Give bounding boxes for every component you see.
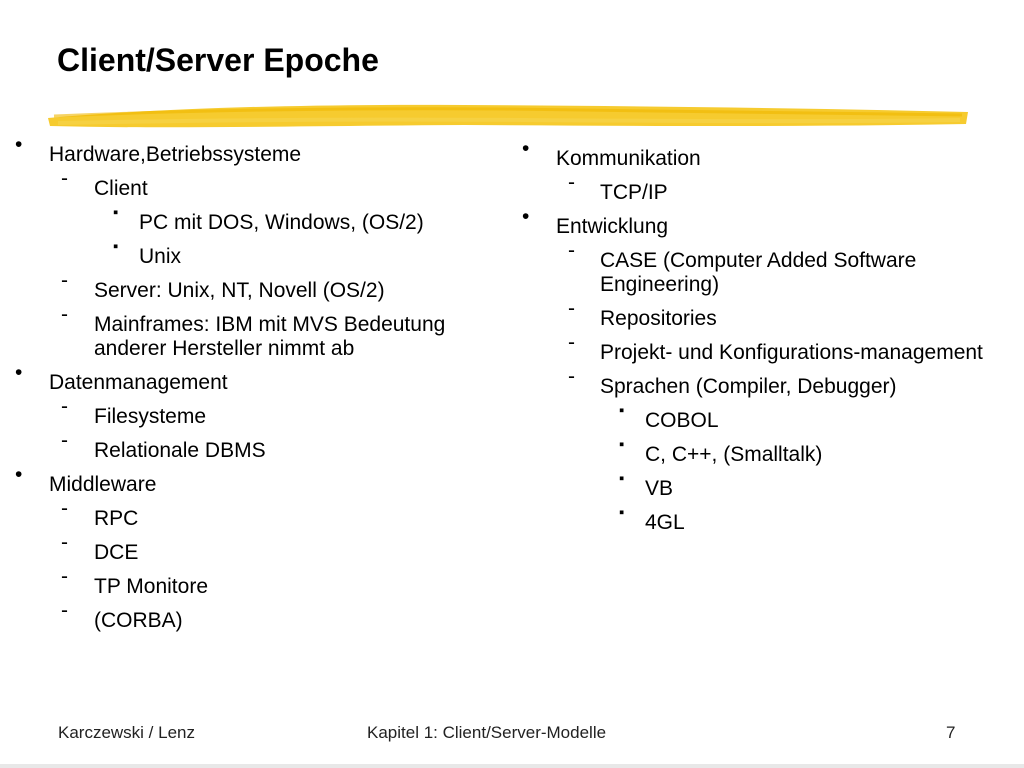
right-bullet-column: •Kommunikation-TCP/IP•Entwicklung-CASE (…: [500, 137, 1010, 535]
round-bullet-icon: •: [15, 361, 23, 384]
dash-bullet-icon: -: [61, 167, 68, 190]
bullet-item-level-2: - TP Monitore: [0, 565, 500, 599]
dash-bullet-icon: -: [61, 269, 68, 292]
bullet-text: Kommunikation: [556, 147, 701, 170]
bullet-item-level-1: • Entwicklung: [500, 205, 1010, 239]
bullet-item-level-2: - TCP/IP: [500, 171, 1010, 205]
dash-bullet-icon: -: [61, 303, 68, 326]
bullet-text: TP Monitore: [94, 575, 208, 598]
dash-bullet-icon: -: [568, 239, 575, 262]
bullet-text: COBOL: [645, 409, 719, 432]
bullet-text: Unix: [139, 245, 182, 268]
bullet-text: Entwicklung: [556, 215, 669, 238]
bullet-text: RPC: [94, 507, 139, 530]
bullet-item-level-3: ▪ VB: [500, 467, 1010, 501]
bullet-item-level-2: - Filesysteme: [0, 395, 500, 429]
dash-bullet-icon: -: [61, 531, 68, 554]
bullet-item-level-2: - Client: [0, 167, 500, 201]
title-highlight-stroke: [48, 104, 968, 128]
square-bullet-icon: ▪: [619, 470, 625, 487]
bullet-text: CASE (Computer Added Software Engineerin…: [600, 249, 917, 296]
dash-bullet-icon: -: [61, 497, 68, 520]
bullet-item-level-3: ▪ C, C++, (Smalltalk): [500, 433, 1010, 467]
bullet-text: Filesysteme: [94, 405, 207, 428]
dash-bullet-icon: -: [61, 395, 68, 418]
round-bullet-icon: •: [15, 133, 23, 156]
bullet-item-level-2: - Mainframes: IBM mit MVS Bedeutung ander…: [0, 303, 500, 361]
bullet-text: Middleware: [49, 473, 157, 496]
footer-author: Karczewski / Lenz: [58, 723, 195, 742]
bullet-text: Repositories: [600, 307, 717, 330]
bullet-text: TCP/IP: [600, 181, 668, 204]
bottom-divider: [0, 764, 1024, 768]
dash-bullet-icon: -: [61, 565, 68, 588]
bullet-text: 4GL: [645, 511, 685, 534]
round-bullet-icon: •: [522, 137, 530, 160]
bullet-item-level-3: ▪ Unix: [0, 235, 500, 269]
slide-title: Client/Server Epoche: [57, 42, 379, 78]
dash-bullet-icon: -: [61, 429, 68, 452]
bullet-item-level-2: - Sprachen (Compiler, Debugger): [500, 365, 1010, 399]
bullet-text: PC mit DOS, Windows, (OS/2): [139, 211, 424, 234]
bullet-text: Datenmanagement: [49, 371, 228, 394]
bullet-text: Sprachen (Compiler, Debugger): [600, 375, 897, 398]
bullet-item-level-1: • Kommunikation: [500, 137, 1010, 171]
bullet-text: Relationale DBMS: [94, 439, 266, 462]
dash-bullet-icon: -: [568, 365, 575, 388]
square-bullet-icon: ▪: [619, 504, 625, 521]
bullet-item-level-3: ▪ 4GL: [500, 501, 1010, 535]
square-bullet-icon: ▪: [619, 436, 625, 453]
bullet-item-level-2: - Server: Unix, NT, Novell (OS/2): [0, 269, 500, 303]
bullet-text: Mainframes: IBM mit MVS Bedeutung andere…: [94, 313, 446, 360]
round-bullet-icon: •: [522, 205, 530, 228]
bullet-text: Server: Unix, NT, Novell (OS/2): [94, 279, 385, 302]
dash-bullet-icon: -: [568, 331, 575, 354]
dash-bullet-icon: -: [568, 297, 575, 320]
bullet-text: (CORBA): [94, 609, 183, 632]
bullet-item-level-1: • Datenmanagement: [0, 361, 500, 395]
bullet-text: Projekt- und Konfigurations-management: [600, 341, 983, 364]
bullet-item-level-3: ▪ PC mit DOS, Windows, (OS/2): [0, 201, 500, 235]
footer-chapter: Kapitel 1: Client/Server-Modelle: [367, 723, 607, 742]
footer-page-number: 7: [946, 723, 956, 742]
bullet-item-level-2: - DCE: [0, 531, 500, 565]
dash-bullet-icon: -: [61, 599, 68, 622]
bullet-text: Client: [94, 177, 148, 200]
bullet-item-level-3: ▪ COBOL: [500, 399, 1010, 433]
square-bullet-icon: ▪: [619, 402, 625, 419]
bullet-item-level-2: - CASE (Computer Added Software Engineeri…: [500, 239, 1010, 297]
bullet-item-level-2: - Relationale DBMS: [0, 429, 500, 463]
bullet-item-level-2: - RPC: [0, 497, 500, 531]
bullet-text: VB: [645, 477, 674, 500]
bullet-item-level-1: • Middleware: [0, 463, 500, 497]
bullet-item-level-1: • Hardware,Betriebssysteme: [0, 133, 500, 167]
bullet-item-level-2: - Projekt- und Konfigurations-management: [500, 331, 1010, 365]
round-bullet-icon: •: [15, 463, 23, 486]
square-bullet-icon: ▪: [113, 238, 119, 255]
bullet-text: Hardware,Betriebssysteme: [49, 143, 302, 166]
left-bullet-column: •Hardware,Betriebssysteme-Client▪PC mit …: [0, 133, 500, 633]
bullet-item-level-2: - Repositories: [500, 297, 1010, 331]
bullet-text: DCE: [94, 541, 139, 564]
bullet-item-level-2: - (CORBA): [0, 599, 500, 633]
bullet-text: C, C++, (Smalltalk): [645, 443, 823, 466]
dash-bullet-icon: -: [568, 171, 575, 194]
square-bullet-icon: ▪: [113, 204, 119, 221]
